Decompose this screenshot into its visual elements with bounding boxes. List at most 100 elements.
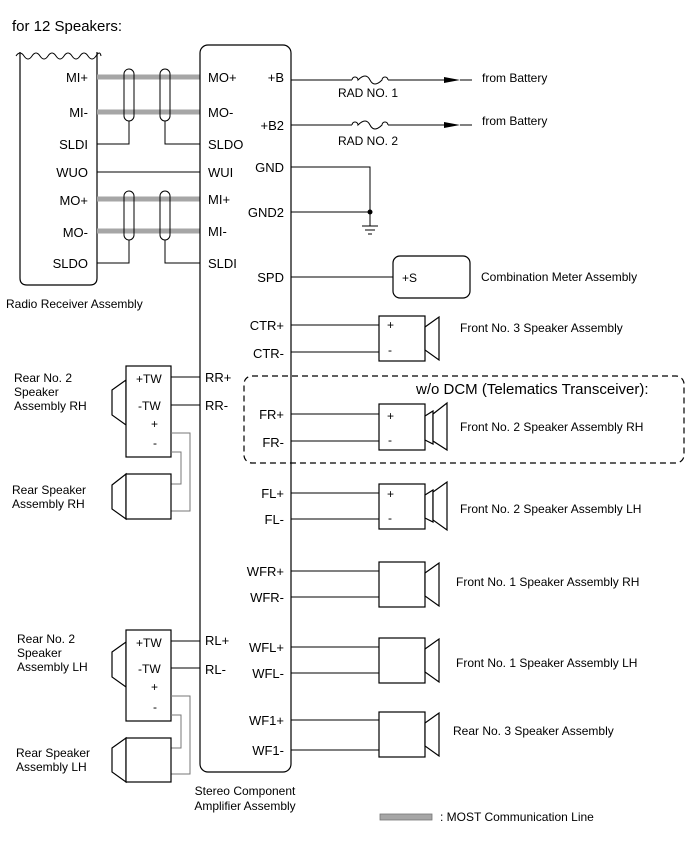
shield-drain-wire <box>97 121 130 145</box>
speaker-cone-icon <box>424 711 440 758</box>
combination-meter-box <box>392 255 471 299</box>
speaker-box <box>378 711 426 758</box>
battery-label-1: from Battery <box>482 71 547 85</box>
arrow-icon <box>444 77 460 83</box>
amp-pin-gnd2: GND2 <box>248 205 284 220</box>
legend: : MOST Communication Line <box>379 810 594 824</box>
arrow-icon <box>444 122 460 128</box>
rear-no2-rh-label-line2: Speaker <box>14 385 59 399</box>
diagram-header: for 12 Speakers: <box>12 18 122 35</box>
tw-plus-terminal: +TW <box>136 372 162 386</box>
amp-pin-mi-plus: MI+ <box>208 192 230 207</box>
amp-pin-gnd: GND <box>255 160 284 175</box>
plus-terminal: + <box>151 680 158 694</box>
amp-pin-mo-plus: MO+ <box>208 70 237 85</box>
amp-pin-mo-minus: MO- <box>208 105 233 120</box>
amp-pin-ctr-plus: CTR+ <box>250 318 284 333</box>
rear-no3-speaker-label: Rear No. 3 Speaker Assembly <box>453 724 614 738</box>
combination-meter-label: Combination Meter Assembly <box>481 270 637 284</box>
amp-pin-b: +B <box>268 70 284 85</box>
amp-pin-wfl-minus: WFL- <box>252 666 284 681</box>
wire <box>171 451 182 485</box>
fuse-label-rad1: RAD NO. 1 <box>338 86 398 100</box>
amp-pin-spd: SPD <box>257 270 284 285</box>
rear-lh-label-line2: Assembly LH <box>16 760 87 774</box>
front-no2-rh-speaker-label: Front No. 2 Speaker Assembly RH <box>460 420 643 434</box>
amp-pin-wf1-plus: WF1+ <box>249 713 284 728</box>
rear-lh-speaker-box <box>125 737 172 783</box>
ground-wire <box>291 166 371 226</box>
amp-pin-sldi: SLDI <box>208 256 237 271</box>
rear-rh-speaker-box <box>125 473 172 520</box>
rear-no2-lh-label-line3: Assembly LH <box>17 660 88 674</box>
speaker-cone-icon <box>424 637 440 684</box>
most-bus-wiring <box>97 68 200 264</box>
radio-pin-mi-plus: MI+ <box>66 70 88 85</box>
speaker-terminal-plus: + <box>387 318 394 332</box>
ground <box>291 166 378 235</box>
rear-no2-lh-label-line2: Speaker <box>17 646 62 660</box>
meter-terminal: +S <box>402 271 417 285</box>
wire <box>171 695 191 775</box>
radio-pin-sldi: SLDI <box>59 137 88 152</box>
speaker-terminal-minus: - <box>388 343 392 357</box>
amp-pin-rr-plus: RR+ <box>205 370 231 385</box>
amplifier-label-line2: Amplifier Assembly <box>194 799 295 813</box>
plus-terminal: + <box>151 417 158 431</box>
speaker-terminal-plus: + <box>387 487 394 501</box>
wire <box>171 714 182 749</box>
speaker-cone-icon <box>432 480 448 532</box>
minus-terminal: - <box>153 700 157 714</box>
amp-pin-rl-minus: RL- <box>205 662 226 677</box>
rear-no2-rh-label-line3: Assembly RH <box>14 399 87 413</box>
front-no1-lh-speaker-label: Front No. 1 Speaker Assembly LH <box>456 656 637 670</box>
junction-dot <box>367 209 373 215</box>
amp-pin-wf1-minus: WF1- <box>252 743 284 758</box>
speaker-terminal-plus: + <box>387 409 394 423</box>
speaker-cone-icon <box>111 736 127 784</box>
speaker-cone-icon <box>111 472 127 521</box>
front-no2-lh-speaker-label: Front No. 2 Speaker Assembly LH <box>460 502 641 516</box>
amp-pin-fl-minus: FL- <box>265 512 285 527</box>
right-speakers: + - Front No. 3 Speaker Assembly + - Fro… <box>291 315 643 758</box>
radio-pin-mo-plus: MO+ <box>59 193 88 208</box>
battery-label-2: from Battery <box>482 114 547 128</box>
amp-pin-wui: WUI <box>208 165 233 180</box>
radio-pin-wuo: WUO <box>56 165 88 180</box>
tw-minus-terminal: -TW <box>138 662 161 676</box>
amp-pin-rr-minus: RR- <box>205 398 228 413</box>
power-supply: RAD NO. 1 from Battery RAD NO. 2 from Ba… <box>291 71 547 148</box>
shield-drain-wire <box>97 240 130 264</box>
legend-label: : MOST Communication Line <box>440 810 594 824</box>
dcm-variant-region <box>243 375 685 464</box>
amp-pin-wfl-plus: WFL+ <box>249 640 284 655</box>
amplifier: MO+ MO- SLDO WUI MI+ MI- SLDI RR+ RR- RL… <box>194 44 296 813</box>
combination-meter: +S Combination Meter Assembly <box>291 255 637 299</box>
radio-pin-mo-minus: MO- <box>63 225 88 240</box>
dcm-note: w/o DCM (Telematics Transceiver): <box>415 381 649 398</box>
fuse-label-rad2: RAD NO. 2 <box>338 134 398 148</box>
amp-pin-ctr-minus: CTR- <box>253 346 284 361</box>
radio-receiver-label: Radio Receiver Assembly <box>6 297 143 311</box>
speaker-cone-icon <box>424 561 440 608</box>
speaker-terminal-minus: - <box>388 433 392 447</box>
amp-pin-rl-plus: RL+ <box>205 633 229 648</box>
amp-pin-wfr-minus: WFR- <box>250 590 284 605</box>
amp-pin-mi-minus: MI- <box>208 224 227 239</box>
speaker-box <box>378 483 426 530</box>
radio-pin-mi-minus: MI- <box>69 105 88 120</box>
speaker-box <box>378 403 426 451</box>
minus-terminal: - <box>153 436 157 450</box>
amp-pin-fl-plus: FL+ <box>261 486 284 501</box>
tweeter-cone-icon <box>111 378 127 427</box>
amplifier-label-line1: Stereo Component <box>195 784 296 798</box>
radio-pin-sldo: SLDO <box>53 256 88 271</box>
rear-no2-rh-box <box>125 365 172 458</box>
amp-pin-wfr-plus: WFR+ <box>247 564 284 579</box>
fuse-icon <box>351 120 389 130</box>
speaker-box <box>378 561 426 608</box>
tweeter-cone-icon <box>424 488 434 523</box>
rear-no2-lh-label-line1: Rear No. 2 <box>17 632 75 646</box>
speaker-box <box>378 315 426 362</box>
